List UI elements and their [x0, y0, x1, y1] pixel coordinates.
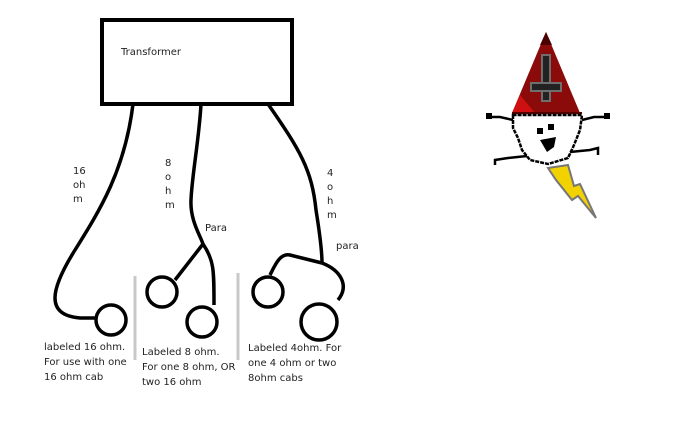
- wizard-skull-mascot-icon: [486, 32, 610, 219]
- caption-line: Labeled 4ohm. For: [248, 343, 342, 354]
- junction-label-4ohm: para: [336, 241, 359, 252]
- cab-connector-16ohm: [94, 303, 128, 337]
- wire-4ohm-branch-a: [268, 253, 323, 276]
- wire-label-16ohm: 16 oh m: [73, 166, 86, 205]
- caption-line: two 16 ohm: [142, 377, 202, 388]
- cab-connector-4ohm-b: [299, 302, 339, 342]
- junction-label-8ohm: Para: [205, 223, 227, 234]
- cab-connector-4ohm-a: [251, 275, 285, 309]
- cab-connector-8ohm-a: [145, 275, 179, 309]
- wire-label-4ohm: 4 o h m: [327, 168, 337, 221]
- caption-line: 8ohm cabs: [248, 373, 303, 384]
- wire-4ohm-branch-b: [321, 261, 345, 302]
- wire-8ohm-branch-b: [201, 243, 216, 306]
- wire-8ohm: [189, 103, 205, 245]
- caption-8ohm: Labeled 8 ohm. For one 8 ohm, OR two 16 …: [142, 345, 236, 390]
- wire-4ohm: [266, 103, 324, 264]
- caption-line: labeled 16 ohm.: [44, 342, 126, 353]
- caption-line: For one 8 ohm, OR: [142, 362, 236, 373]
- wire-8ohm-branch-a: [173, 242, 205, 282]
- wire-16ohm: [53, 103, 135, 320]
- caption-4ohm: Labeled 4ohm. For one 4 ohm or two 8ohm …: [248, 341, 341, 386]
- transformer-box: [100, 18, 294, 106]
- cab-connector-8ohm-b: [185, 305, 219, 339]
- caption-line: Labeled 8 ohm.: [142, 347, 220, 358]
- wire-label-8ohm: 8 o h m: [165, 158, 175, 211]
- transformer-label: Transformer: [121, 47, 182, 58]
- caption-line: 16 ohm cab: [44, 372, 104, 383]
- caption-line: For use with one: [44, 357, 127, 368]
- caption-line: one 4 ohm or two: [248, 358, 337, 369]
- caption-16ohm: labeled 16 ohm. For use with one 16 ohm …: [44, 340, 127, 385]
